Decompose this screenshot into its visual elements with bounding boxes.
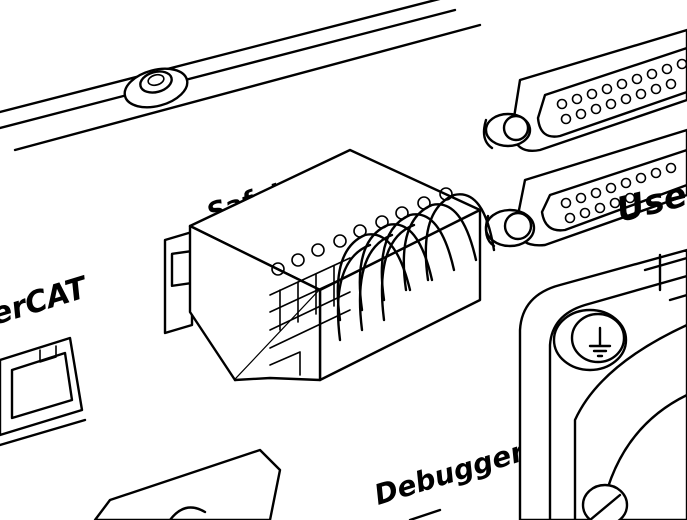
circular-connector-housing bbox=[518, 248, 687, 520]
mounting-screw bbox=[123, 67, 189, 109]
ground-symbol-icon bbox=[588, 326, 612, 358]
ground-screw bbox=[552, 308, 628, 372]
debugger-port bbox=[93, 448, 442, 520]
user-dsub-connector-upper bbox=[482, 28, 687, 152]
user-dsub-connector-lower bbox=[484, 128, 687, 248]
safety-io-terminal-block bbox=[163, 148, 496, 382]
bottom-screw bbox=[581, 483, 629, 520]
ethercat-port bbox=[0, 336, 87, 447]
debugger-label: Debugger bbox=[370, 434, 530, 512]
panel-top-edge bbox=[0, 0, 482, 152]
ethercat-label: erCAT bbox=[0, 270, 93, 333]
